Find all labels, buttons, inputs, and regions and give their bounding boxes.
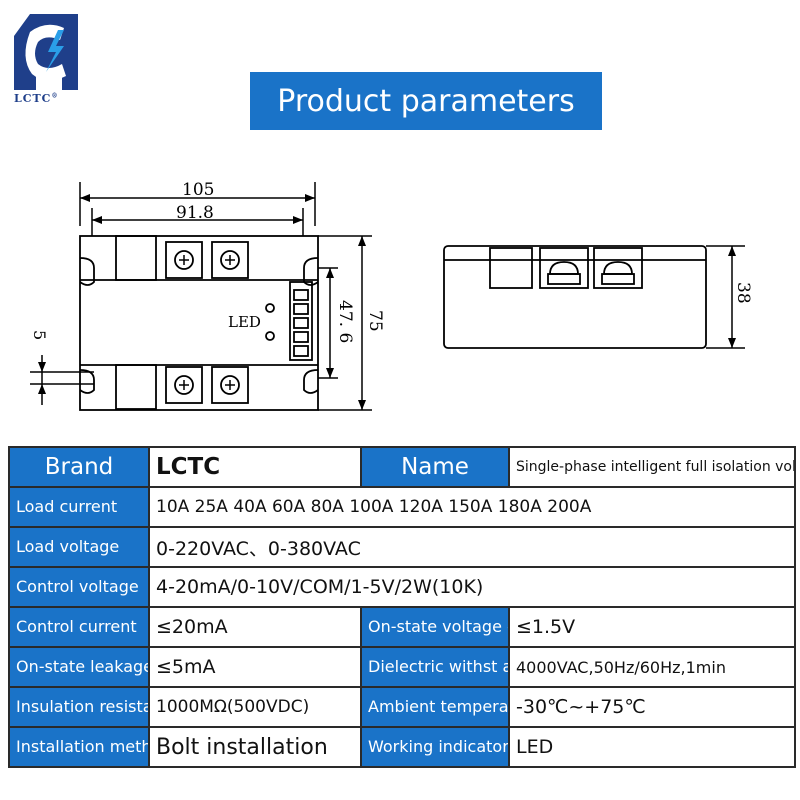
label-control-current: Control current [8, 606, 150, 648]
table-row: Load voltage 0-220VAC、0-380VAC [8, 526, 796, 568]
module-side-view [443, 245, 707, 349]
dim-arrows-top [80, 194, 315, 224]
value-load-voltage: 0-220VAC、0-380VAC [148, 526, 796, 568]
dim-105-label: 105 [182, 180, 214, 200]
label-leakage-current: On-state leakage current [8, 646, 150, 688]
lctc-logo-icon [14, 14, 78, 90]
value-load-current: 10A 25A 40A 60A 80A 100A 120A 150A 180A … [148, 486, 796, 528]
page-title-banner: Product parameters [250, 72, 602, 130]
table-row: Control voltage 4-20mA/0-10V/COM/1-5V/2W… [8, 566, 796, 608]
dim-38-label: 38 [733, 282, 753, 304]
table-row: Brand LCTC Name Single-phase intelligent… [8, 446, 796, 488]
dim-91-8-label: 91.8 [176, 203, 214, 223]
dim-5-label: 5 [30, 330, 49, 340]
dim-lines-top [79, 182, 316, 236]
label-working-indicator: Working indicator [360, 726, 510, 768]
dim-47-6-label: 47. 6 [335, 300, 355, 343]
table-row: Load current 10A 25A 40A 60A 80A 100A 12… [8, 486, 796, 528]
dimension-drawing: 105 91.8 LED [30, 180, 753, 411]
label-load-current: Load current [8, 486, 150, 528]
dim-arrows-side [728, 246, 736, 348]
value-control-current: ≤20mA [148, 606, 362, 648]
value-leakage-current: ≤5mA [148, 646, 362, 688]
table-row: Control current ≤20mA On-state voltage d… [8, 606, 796, 648]
dim-lines-side [706, 245, 745, 349]
label-insulation-resistance: Insulation resistance [8, 686, 150, 728]
module-front-view [79, 235, 319, 411]
table-row: Installation method Bolt installation Wo… [8, 726, 796, 768]
value-brand: LCTC [148, 446, 362, 488]
value-control-voltage: 4-20mA/0-10V/COM/1-5V/2W(10K) [148, 566, 796, 608]
label-load-voltage: Load voltage [8, 526, 150, 568]
value-ambient-temperature: -30℃~+75℃ [508, 686, 796, 728]
value-dielectric-voltage: 4000VAC,50Hz/60Hz,1min [508, 646, 796, 688]
dim-arrows-left [38, 362, 46, 394]
dim-arrows-right [326, 236, 366, 410]
screw-crosses [179, 255, 235, 390]
label-name: Name [360, 446, 510, 488]
page-title: Product parameters [277, 83, 575, 119]
led-label: LED [228, 313, 261, 331]
table-row: On-state leakage current ≤5mA Dielectric… [8, 646, 796, 688]
table-row: Insulation resistance 1000MΩ(500VDC) Amb… [8, 686, 796, 728]
value-insulation-resistance: 1000MΩ(500VDC) [148, 686, 362, 728]
label-on-state-voltage-drop: On-state voltage drop [360, 606, 510, 648]
value-installation-method: Bolt installation [148, 726, 362, 768]
label-ambient-temperature: Ambient temperature [360, 686, 510, 728]
dim-lines-right [318, 235, 372, 411]
value-on-state-voltage-drop: ≤1.5V [508, 606, 796, 648]
spec-table: Brand LCTC Name Single-phase intelligent… [8, 446, 796, 768]
value-working-indicator: LED [508, 726, 796, 768]
label-installation-method: Installation method [8, 726, 150, 768]
logo-text: LCTC® [14, 92, 59, 105]
label-control-voltage: Control voltage [8, 566, 150, 608]
label-brand: Brand [8, 446, 150, 488]
value-name: Single-phase intelligent full isolation … [508, 446, 796, 488]
label-dielectric-voltage: Dielectric withst and voltage [360, 646, 510, 688]
dim-75-label: 75 [365, 310, 385, 332]
